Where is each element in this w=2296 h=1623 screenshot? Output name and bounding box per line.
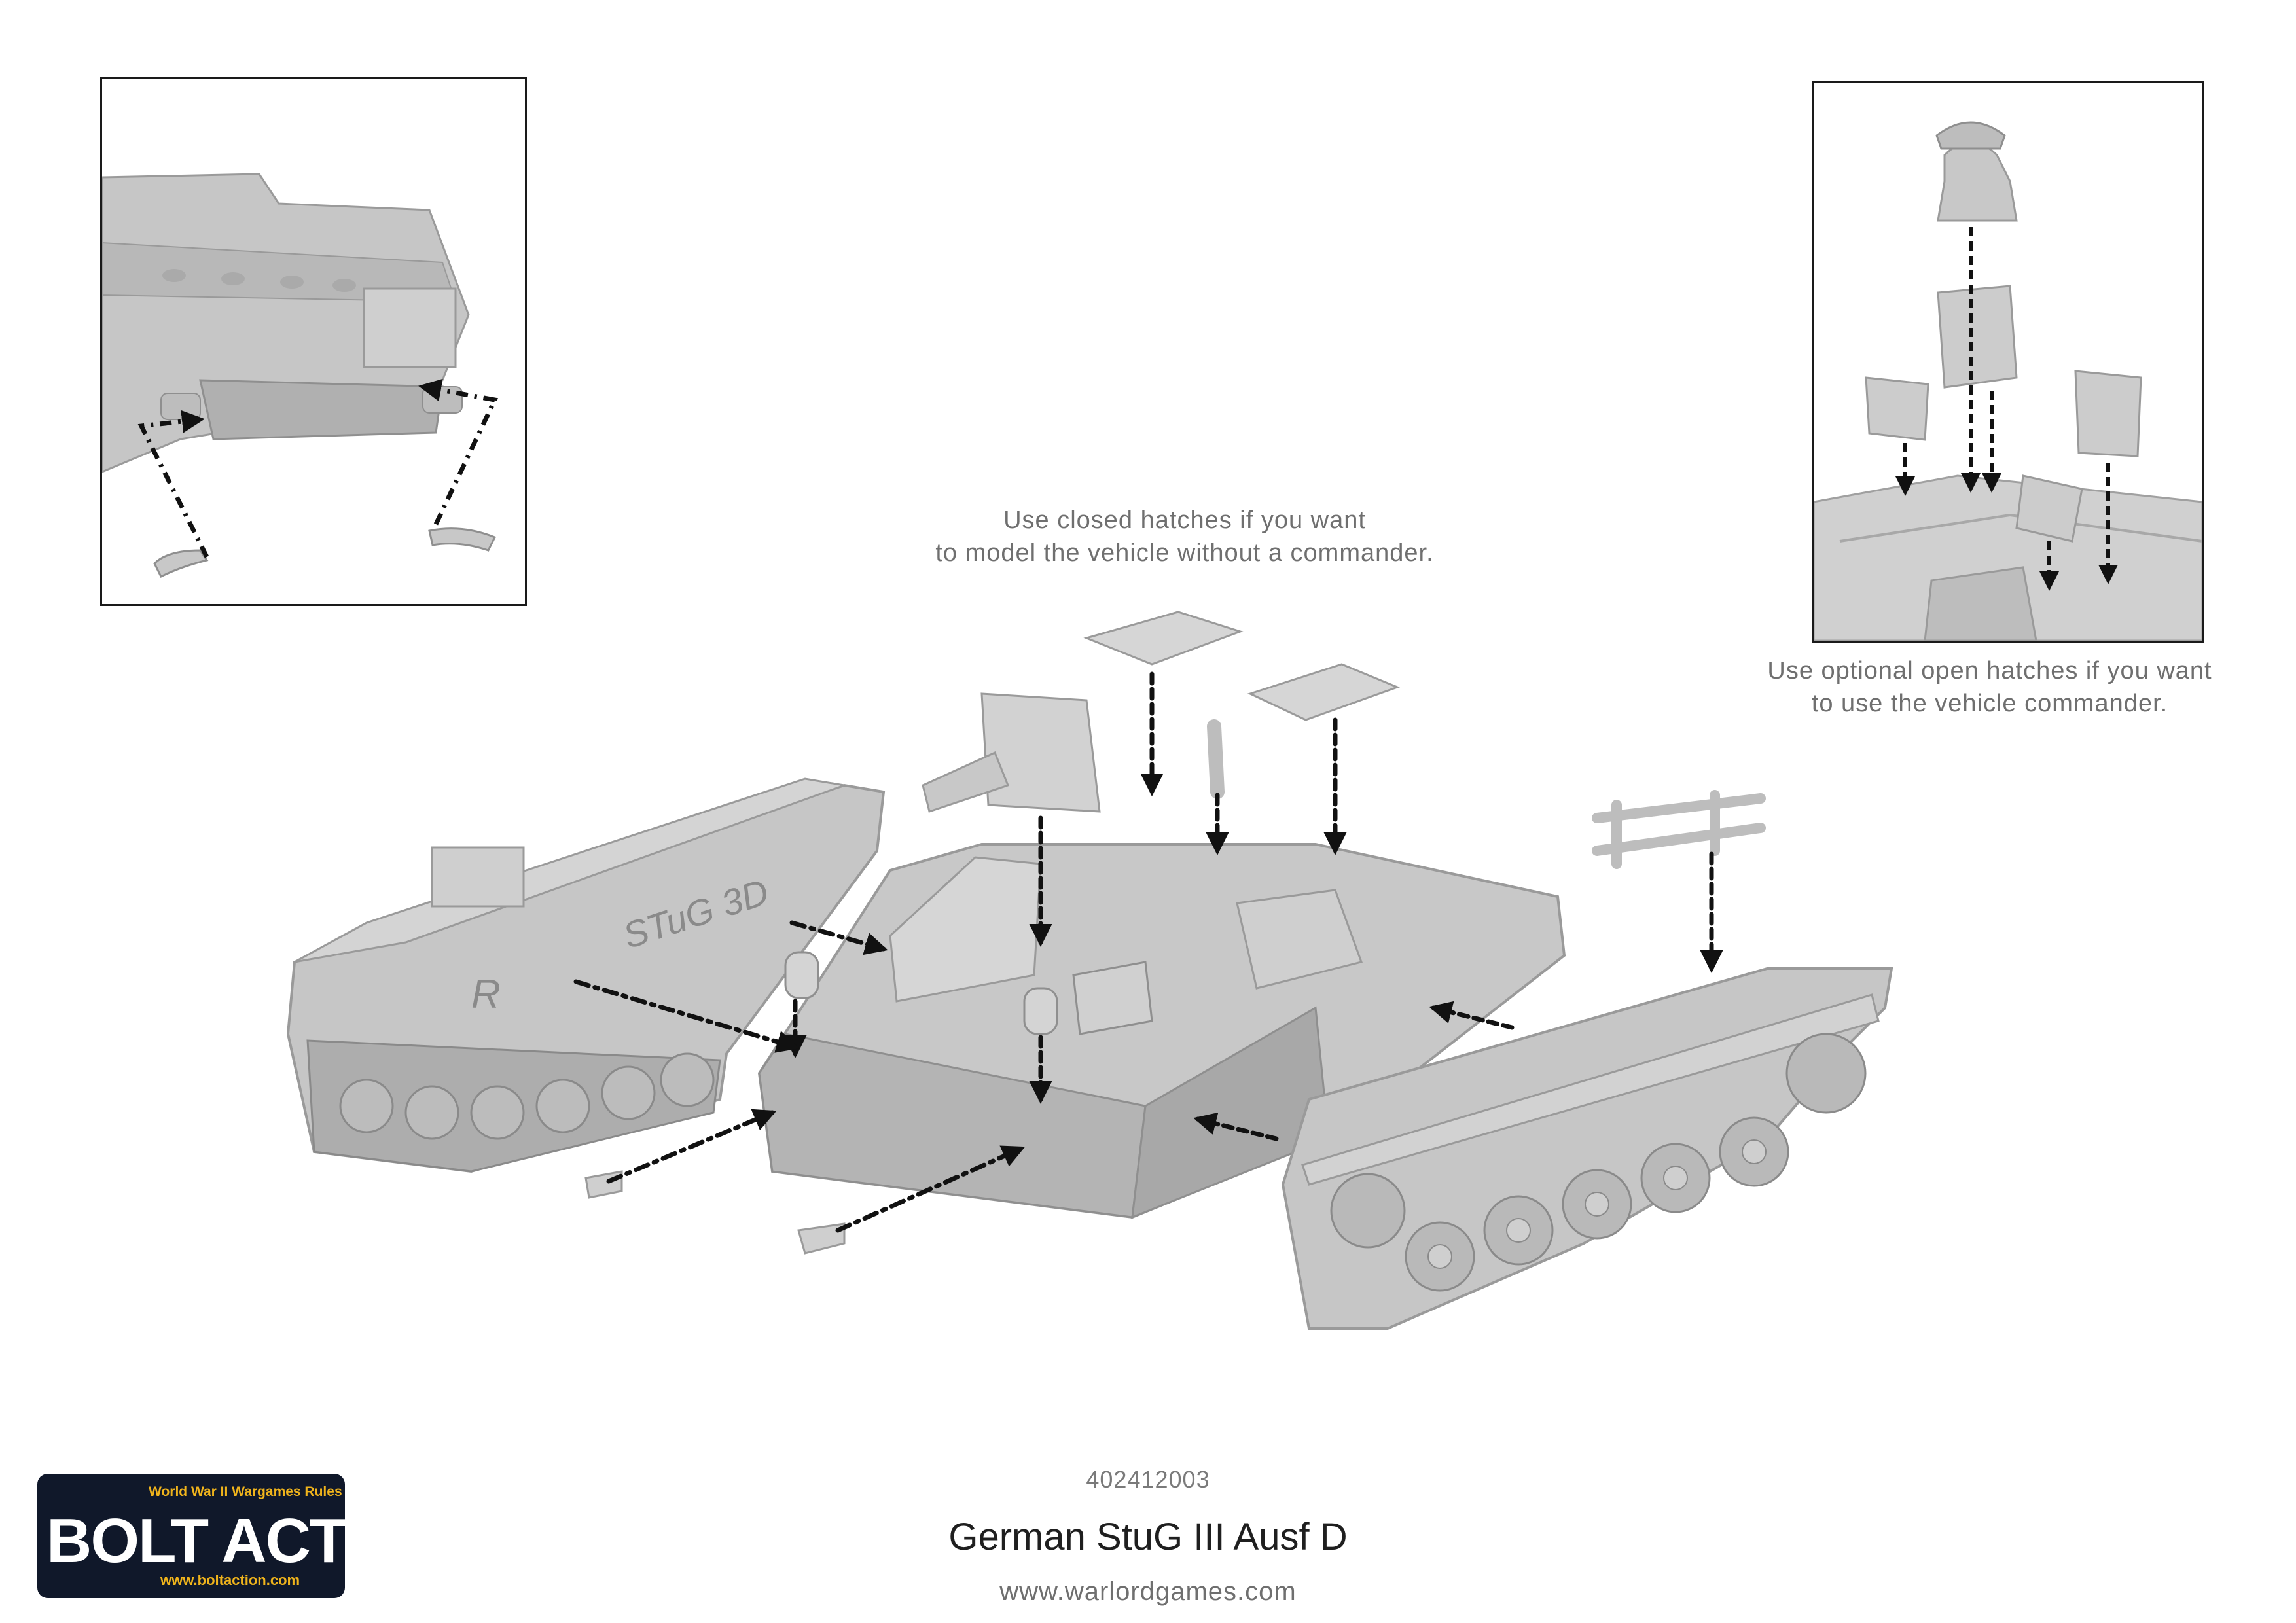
superstructure-part [757,843,1566,1219]
hull-marking-letter: R [471,972,501,1017]
product-code: 402412003 [1086,1466,1210,1493]
left-hull-side-part: R STuG 3D [286,777,886,1173]
tools-rack-part [1592,790,1766,869]
note-closed-hatches-line-2: to model the vehicle without a commander… [935,539,1434,567]
tow-hook-part-2 [797,1222,846,1255]
note-open-hatches-line-1: Use optional open hatches if you want [1767,657,2212,685]
inset-rear-detail [100,77,527,606]
bolt-action-logo: World War II Wargames Rules BOLT ACTION … [37,1474,345,1598]
logo-brand: BOLT ACTION [46,1506,345,1576]
website-link[interactable]: www.warlordgames.com [999,1577,1297,1606]
closed-hatch-part-2 [1247,663,1401,721]
note-closed-hatches: Use closed hatches if you want to model … [851,504,1518,569]
logo-url: www.boltaction.com [160,1572,300,1588]
commander-detail-illustration [1814,121,2202,641]
inset-commander-detail [1812,81,2204,643]
product-name: German StuG III Ausf D [948,1516,1348,1558]
exploded-assembly-diagram: R STuG 3D [286,611,1893,1330]
logo-tagline: World War II Wargames Rules [149,1484,342,1499]
tow-hook-part-1 [584,1170,623,1199]
antenna-part [1207,719,1225,799]
rear-detail-illustration [102,173,499,579]
assembly-arrows [573,671,1723,1233]
note-open-hatches-line-2: to use the vehicle commander. [1811,690,2168,717]
gun-mantlet-part [922,692,1101,813]
note-open-hatches: Use optional open hatches if you want to… [1702,654,2278,720]
note-closed-hatches-line-1: Use closed hatches if you want [1003,507,1366,534]
closed-hatch-part-1 [1083,611,1244,666]
right-running-gear-part [1281,967,1893,1330]
